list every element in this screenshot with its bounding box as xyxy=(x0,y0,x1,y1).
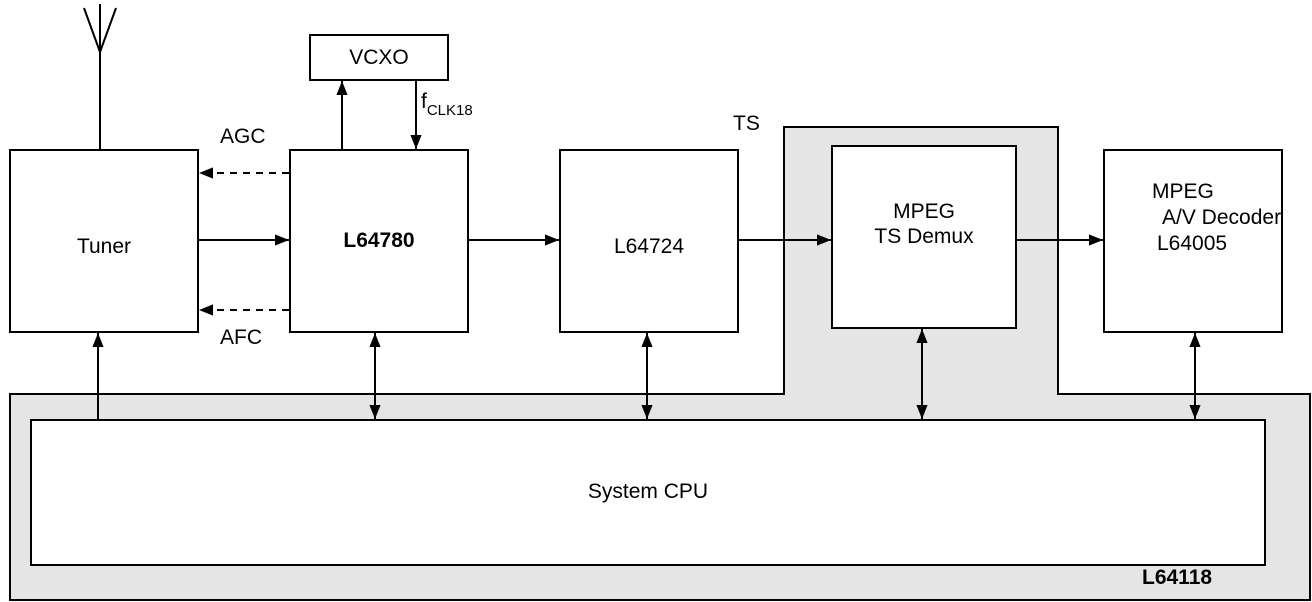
l64724-block xyxy=(559,149,739,333)
clock-label-sub: CLK18 xyxy=(426,102,473,119)
afc-label: AFC xyxy=(220,326,262,349)
ts-label: TS xyxy=(733,112,760,135)
system-cpu-block xyxy=(30,419,1266,566)
l64780-block xyxy=(289,149,469,333)
av-decoder-label-line2: A/V Decoder xyxy=(1162,206,1282,229)
av-decoder-label-line3: L64005 xyxy=(1157,232,1228,255)
l64724-label: L64724 xyxy=(613,235,685,258)
ts-demux-block xyxy=(831,145,1017,329)
tuner-block xyxy=(9,149,199,333)
agc-label: AGC xyxy=(220,125,266,148)
tuner-label: Tuner xyxy=(76,235,132,258)
l64118-label: L64118 xyxy=(1142,566,1213,589)
system-cpu-label: System CPU xyxy=(587,480,709,503)
av-decoder-block xyxy=(1103,149,1283,333)
vcxo-block xyxy=(309,34,449,81)
clock-label: fCLK18 xyxy=(421,90,473,119)
ts-demux-label-line1: MPEG xyxy=(893,200,955,223)
l64780-label: L64780 xyxy=(343,229,415,252)
ts-demux-label-line2: TS Demux xyxy=(874,225,974,248)
vcxo-label: VCXO xyxy=(349,46,409,69)
clock-label-main: f xyxy=(421,90,427,113)
antenna-icon xyxy=(83,4,117,150)
av-decoder-label-line1: MPEG xyxy=(1152,180,1214,203)
